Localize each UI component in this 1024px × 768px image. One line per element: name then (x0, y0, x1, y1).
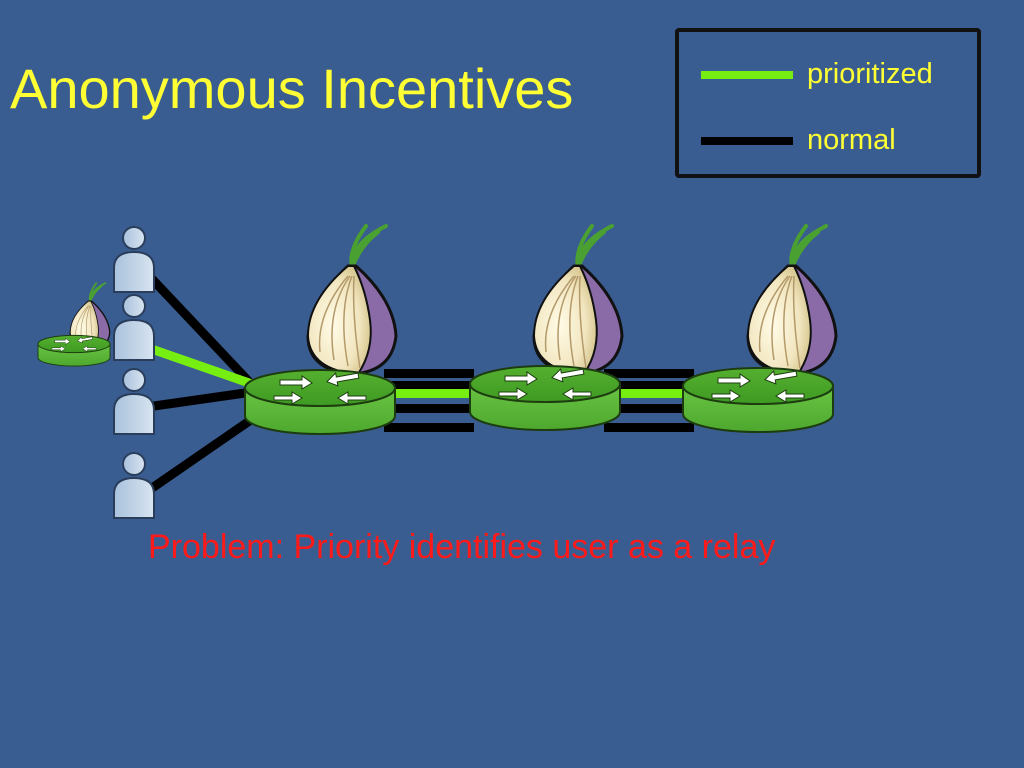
tor-onion-icon (746, 224, 838, 376)
legend-item-normal: normal (701, 124, 896, 157)
slide-title: Anonymous Incentives (10, 57, 574, 120)
legend-label-prioritized: prioritized (807, 58, 933, 90)
router-icon (244, 368, 396, 435)
connection-user-1 (132, 258, 259, 392)
tor-onion-icon (532, 224, 624, 376)
router-icon (682, 366, 834, 433)
problem-statement: Problem: Priority identifies user as a r… (148, 528, 776, 566)
user-connections (132, 258, 261, 499)
legend-swatch-normal (701, 136, 793, 145)
user-icon-3 (113, 368, 155, 435)
relay-3 (682, 224, 838, 433)
router-icon (469, 364, 621, 431)
user-icon-1 (113, 226, 155, 293)
user-icon-2 (113, 294, 155, 361)
legend-swatch-prioritized (701, 70, 793, 79)
tor-onion-icon (306, 224, 398, 376)
legend: prioritized normal (675, 28, 981, 178)
connection-user-3 (139, 387, 253, 413)
relay-link-1-2 (384, 369, 474, 432)
legend-label-normal: normal (807, 124, 896, 156)
legend-item-prioritized: prioritized (701, 58, 933, 91)
user-relay-router-icon (37, 334, 111, 367)
connection-user-4 (139, 411, 261, 499)
relay-1 (244, 224, 398, 435)
relay-2 (469, 224, 624, 431)
connection-user-2-prioritized (138, 340, 254, 389)
user-icon-4 (113, 452, 155, 519)
